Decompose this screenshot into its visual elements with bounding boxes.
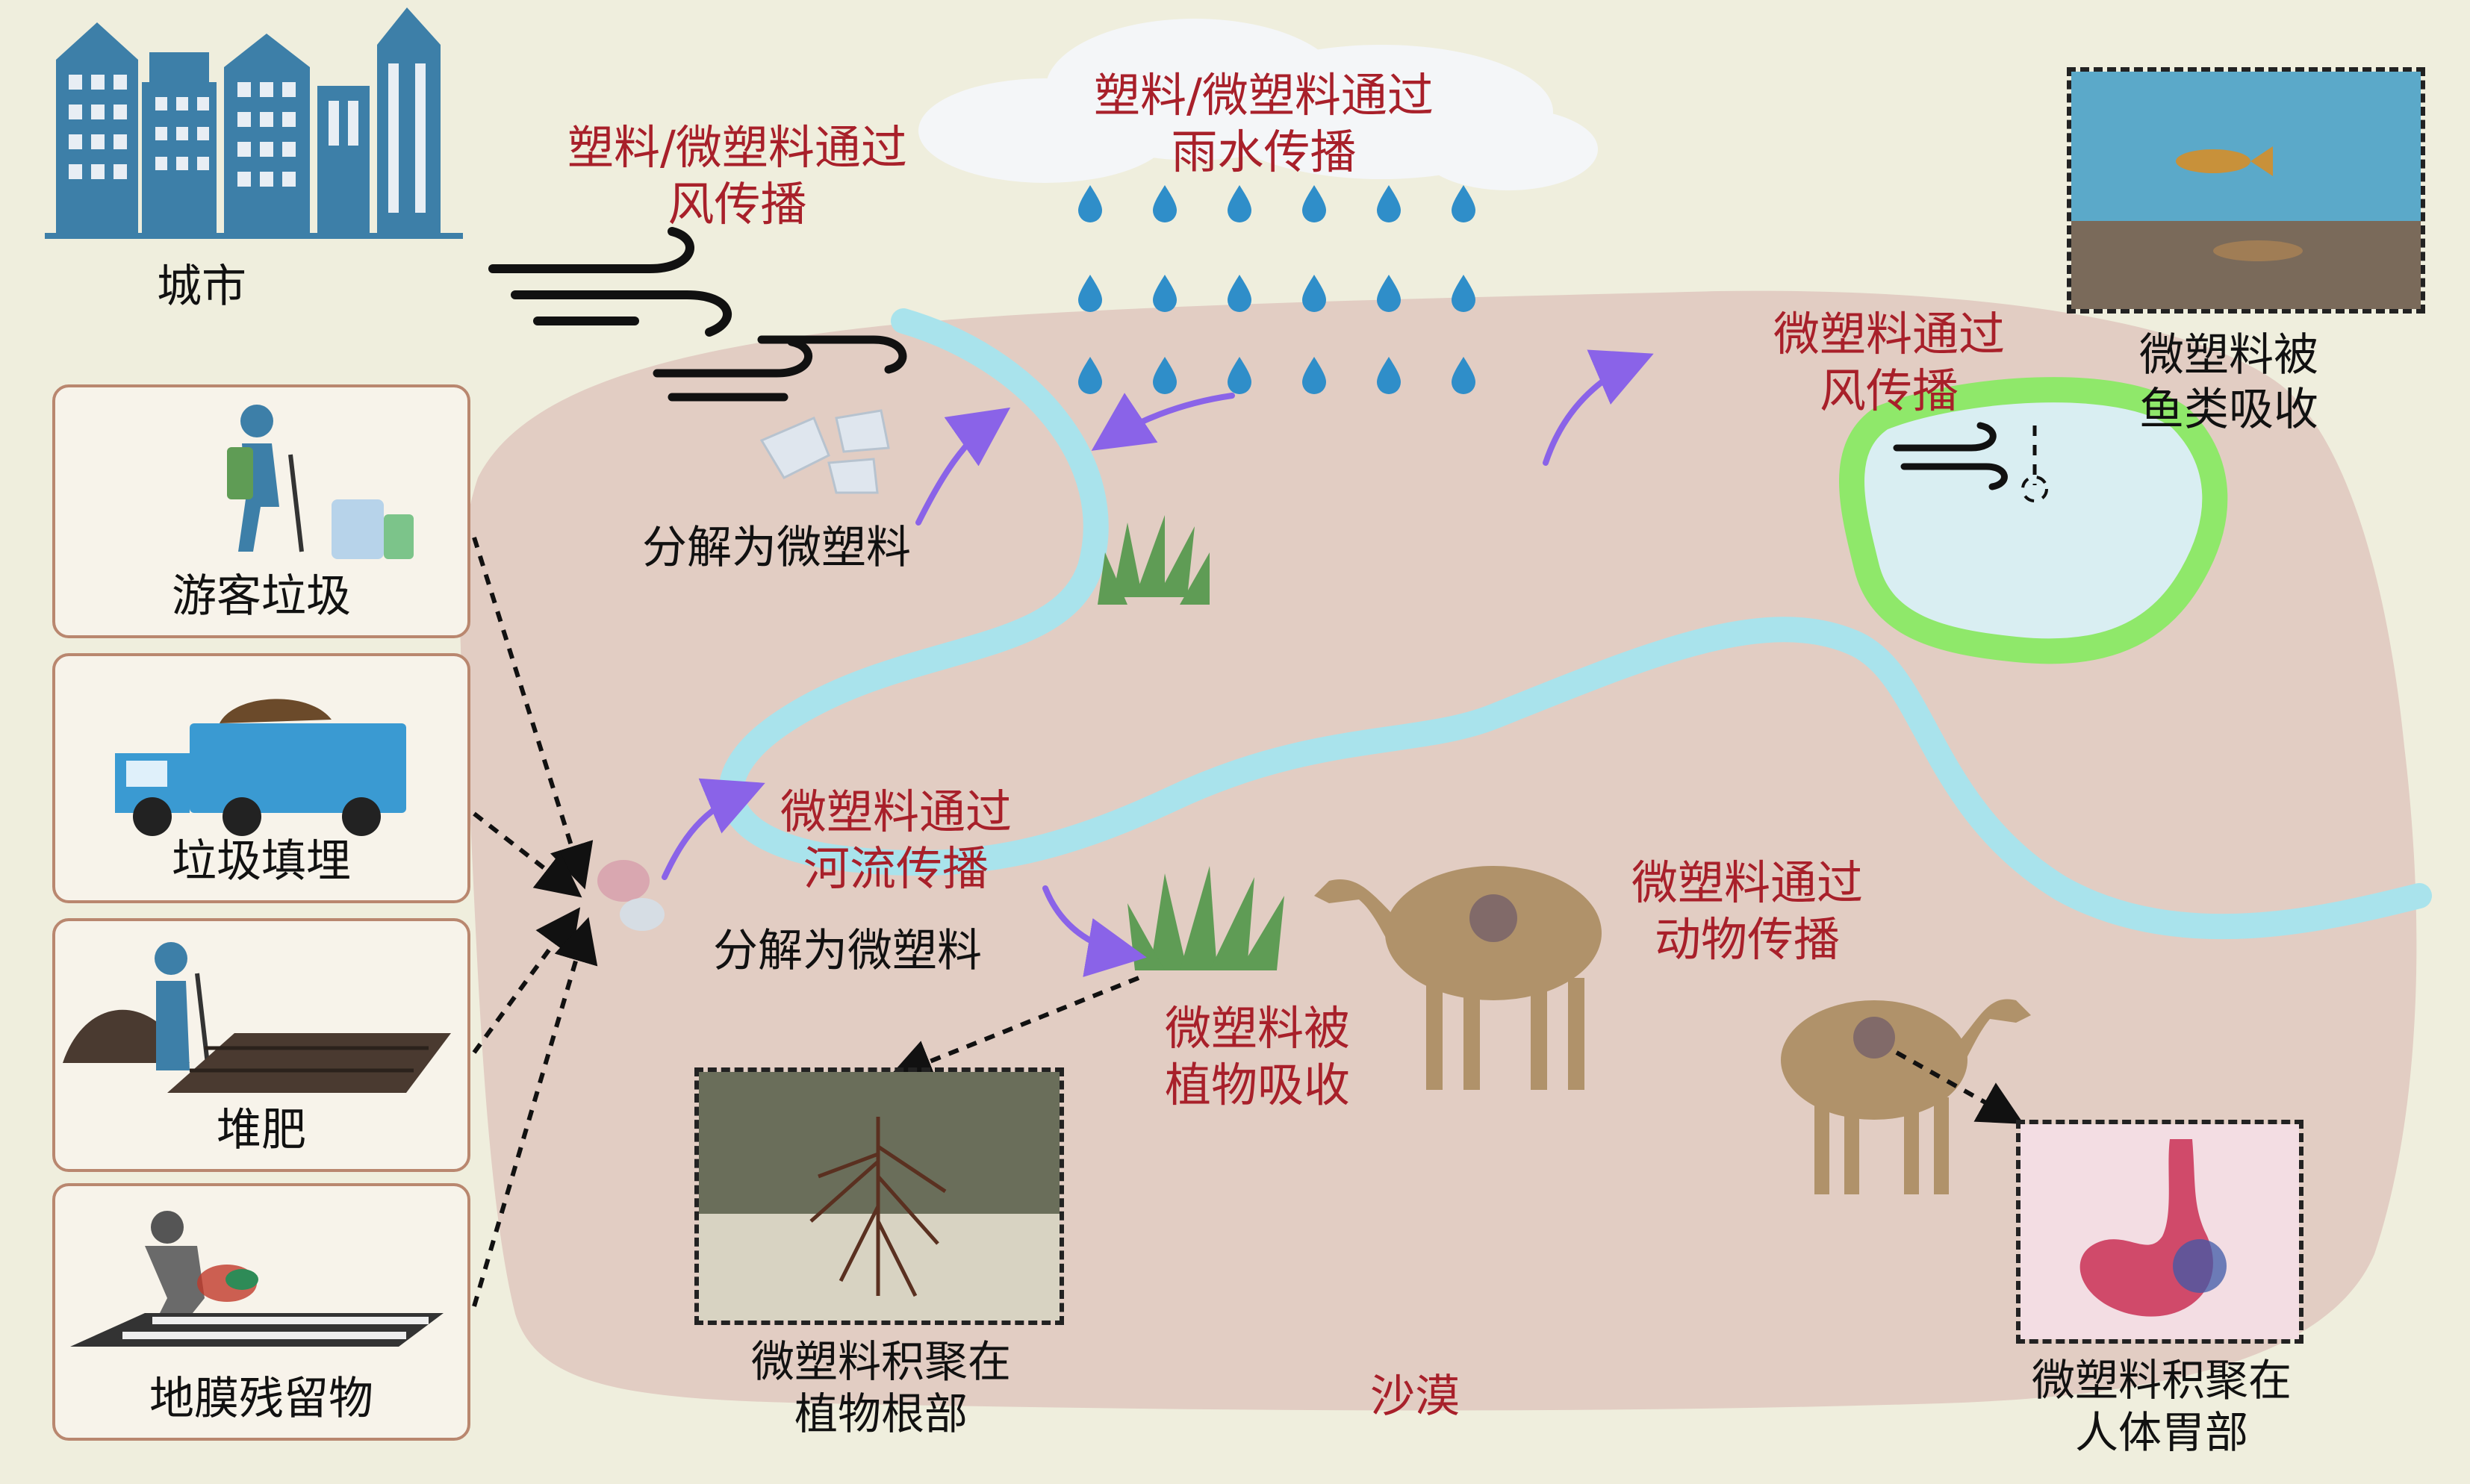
river-transport-line-2: 河流传播 [803, 841, 989, 896]
lake-wind-line-1: 微塑料通过 [1773, 307, 2006, 361]
wind-transport-line-1: 塑料/微塑料通过 [567, 120, 907, 175]
lake-wind-line-2: 风传播 [1820, 363, 1959, 418]
source-box-compost: 堆肥 [52, 918, 470, 1172]
wind-icon [488, 227, 732, 337]
lake-wind-transport-label: 微塑料通过 风传播 [1773, 306, 2005, 419]
stomach-caption-line-2: 人体胃部 [2074, 1406, 2248, 1458]
cloud-icon [918, 19, 1598, 190]
source-landfill-label: 垃圾填埋 [172, 835, 351, 888]
garbage-truck-icon [115, 699, 406, 836]
root-inset-caption: 微塑料积聚在 植物根部 [698, 1336, 1064, 1440]
root-caption-line-1: 微塑料积聚在 [750, 1336, 1011, 1387]
decompose-label-2: 分解为微塑料 [713, 925, 982, 977]
animal-transport-line-2: 动物传播 [1655, 911, 1841, 967]
source-box-tourist-waste: 游客垃圾 [52, 384, 470, 638]
plant-uptake-line-1: 微塑料被 [1165, 1001, 1351, 1056]
source-compost-label: 堆肥 [217, 1104, 306, 1156]
hiker-icon [227, 405, 414, 559]
wind-transport-line-2: 风传播 [668, 176, 807, 231]
lake-ring [1839, 377, 2228, 664]
stomach-icon [2021, 1124, 2299, 1339]
fish-inset [2067, 67, 2425, 314]
plant-uptake-label: 微塑料被 植物吸收 [1165, 1000, 1350, 1113]
wind-transport-label: 塑料/微塑料通过 风传播 [567, 119, 907, 232]
wind-icon [653, 335, 907, 402]
desert-label: 沙漠 [1370, 1371, 1460, 1423]
rain-transport-line-1: 塑料/微塑料通过 [1094, 68, 1434, 122]
river [718, 308, 2432, 940]
plant-icon [1098, 515, 1210, 605]
stomach-inset-caption: 微塑料积聚在 人体胃部 [2001, 1355, 2322, 1459]
root-caption-line-2: 植物根部 [794, 1388, 968, 1439]
wind-icon [1893, 422, 2008, 490]
fish-uptake-line-2: 鱼类吸收 [2139, 384, 2318, 437]
farmer-icon [63, 942, 451, 1093]
stomach-inset [2016, 1120, 2303, 1344]
city-label: 城市 [157, 261, 246, 313]
source-box-landfill: 垃圾填埋 [52, 653, 470, 903]
plastic-debris [759, 409, 890, 494]
flow-arrows [472, 425, 2048, 1307]
river-transport-label: 微塑料通过 河流传播 [780, 784, 1012, 897]
root-icon [699, 1072, 1060, 1321]
stomach-caption-line-1: 微塑料积聚在 [2031, 1355, 2292, 1406]
source-box-film-residue: 地膜残留物 [52, 1183, 470, 1441]
city-windows [69, 63, 426, 213]
fish-uptake-label: 微塑料被 鱼类吸收 [2139, 328, 2318, 437]
fish-uptake-line-1: 微塑料被 [2139, 329, 2318, 381]
farmer-icon [70, 1211, 444, 1347]
rain-transport-label: 塑料/微塑料通过 雨水传播 [1094, 67, 1434, 180]
source-tourist-waste-label: 游客垃圾 [172, 570, 351, 623]
decompose-label-1: 分解为微塑料 [642, 522, 911, 574]
camel-icon [1314, 866, 1602, 1090]
city-skyline-icon [45, 7, 463, 239]
source-film-residue-label: 地膜残留物 [149, 1373, 373, 1425]
plant-uptake-line-2: 植物吸收 [1165, 1057, 1351, 1112]
rain-transport-line-2: 雨水传播 [1171, 124, 1357, 179]
animal-transport-line-1: 微塑料通过 [1631, 855, 1864, 910]
decomposing-waste [597, 860, 665, 931]
river-transport-line-1: 微塑料通过 [780, 785, 1012, 839]
fish-icon [2071, 72, 2421, 309]
root-inset [694, 1067, 1064, 1325]
transport-arrows [662, 349, 1654, 977]
animal-transport-label: 微塑料通过 动物传播 [1631, 855, 1863, 967]
